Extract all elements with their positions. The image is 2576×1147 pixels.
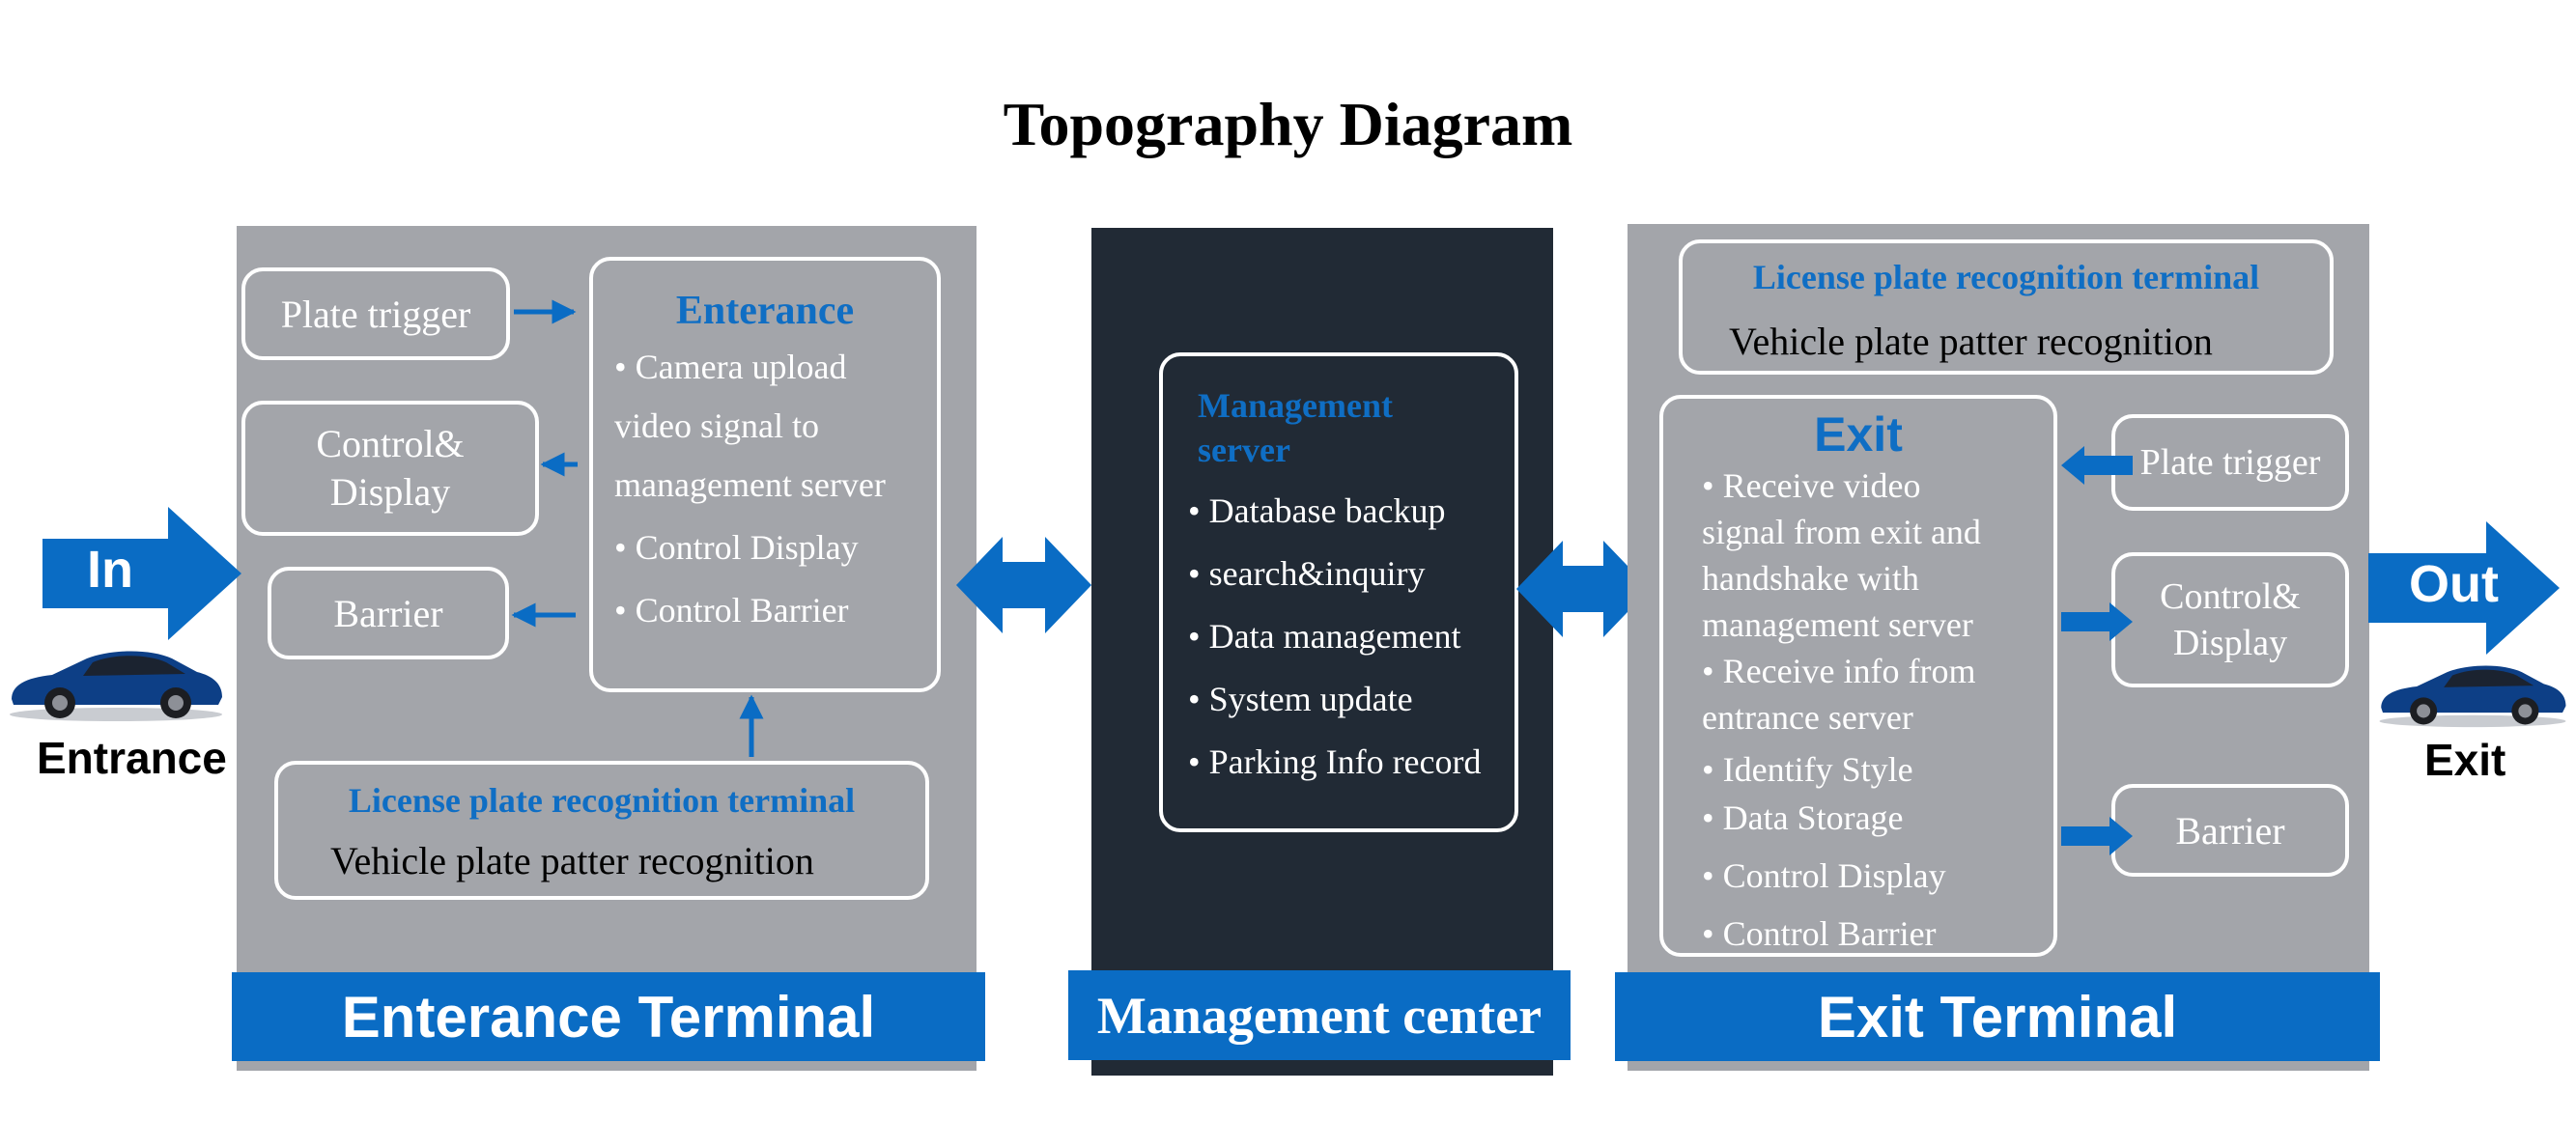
- out-arrow-label: Out: [2409, 555, 2499, 613]
- entrance-logic-item: • Control Barrier: [614, 591, 849, 629]
- entrance-logic-item: • Control Display: [614, 528, 859, 567]
- management-server-item: • Data management: [1188, 617, 1461, 656]
- out-arrow: [2368, 521, 2560, 655]
- management-server-item: • Parking Info record: [1188, 742, 1482, 781]
- exit-barrier-label: Barrier: [2175, 808, 2285, 853]
- exit-plate-trigger-label: Plate trigger: [2139, 442, 2321, 483]
- entrance-control-display-label: Control& Display: [316, 422, 465, 514]
- double-arrow-left-middle: [956, 537, 1091, 633]
- exit-plate-trigger-box: Plate trigger: [2111, 414, 2349, 511]
- exit-logic-item: management server: [1702, 605, 1973, 644]
- exit-car-label: Exit: [2424, 735, 2506, 785]
- entrance-barrier-box: Barrier: [268, 567, 509, 659]
- exit-barrier-box: Barrier: [2111, 784, 2349, 877]
- exit-terminal-panel: [1628, 224, 2369, 1071]
- management-server-item: • System update: [1188, 680, 1413, 718]
- exit-logic-item: • Control Display: [1702, 856, 1946, 895]
- exit-logic-item: • Receive video: [1702, 466, 1921, 505]
- car-icon: [2379, 665, 2566, 728]
- management-server-item: • search&inquiry: [1188, 554, 1426, 593]
- double-arrow-middle-right: [1516, 541, 1650, 637]
- exit-logic-box: Exit • Receive video signal from exit an…: [1659, 395, 2057, 957]
- management-server-box: Management server • Database backup • se…: [1159, 352, 1518, 832]
- exit-lpr-text: Vehicle plate patter recognition: [1729, 320, 2213, 363]
- entrance-car-label: Entrance: [37, 733, 227, 783]
- entrance-control-display-box: Control& Display: [241, 401, 539, 536]
- exit-logic-list: • Receive video signal from exit and han…: [1702, 462, 2053, 957]
- exit-terminal-footer-label: Exit Terminal: [1817, 984, 2178, 1049]
- exit-logic-title: Exit: [1814, 407, 1903, 462]
- arrow-exit-to-barrier: [2061, 817, 2133, 855]
- entrance-logic-item: • Camera upload: [614, 348, 847, 386]
- management-center-footer: Management center: [1068, 970, 1571, 1060]
- exit-logic-item: • Data Storage: [1702, 798, 1904, 837]
- exit-logic-item: handshake with: [1702, 559, 1919, 598]
- arrow-plate-trigger-to-exit: [2061, 446, 2133, 485]
- in-arrow-label: In: [87, 541, 133, 599]
- exit-control-display-box: Control& Display: [2111, 552, 2349, 687]
- exit-logic-item: signal from exit and: [1702, 513, 1981, 551]
- entrance-terminal-footer: Enterance Terminal: [232, 972, 985, 1061]
- entrance-lpr-box: License plate recognition terminal Vehic…: [274, 761, 929, 900]
- entrance-terminal-panel: [237, 226, 977, 1071]
- entrance-plate-trigger-label: Plate trigger: [280, 292, 471, 336]
- exit-logic-item: • Control Barrier: [1702, 914, 1937, 953]
- entrance-plate-trigger-box: Plate trigger: [241, 267, 510, 360]
- car-icon: [10, 651, 222, 721]
- entrance-logic-box: Enterance • Camera upload video signal t…: [589, 257, 941, 692]
- entrance-logic-title: Enterance: [675, 289, 855, 333]
- entrance-logic-list: • Camera upload video signal to manageme…: [614, 338, 937, 640]
- exit-terminal-footer: Exit Terminal: [1615, 972, 2380, 1061]
- management-center-footer-label: Management center: [1096, 986, 1543, 1045]
- exit-lpr-title: License plate recognition terminal: [1752, 258, 2260, 296]
- management-server-item: • Database backup: [1188, 491, 1446, 530]
- management-server-list: • Database backup • search&inquiry • Dat…: [1188, 480, 1514, 794]
- diagram-title: Topography Diagram: [1003, 90, 1573, 158]
- exit-lpr-box: License plate recognition terminal Vehic…: [1679, 239, 2334, 375]
- entrance-terminal-footer-label: Enterance Terminal: [341, 984, 876, 1049]
- entrance-lpr-title: License plate recognition terminal: [348, 781, 856, 820]
- entrance-lpr-text: Vehicle plate patter recognition: [330, 839, 814, 882]
- exit-logic-item: entrance server: [1702, 698, 1913, 737]
- arrow-exit-to-control-display: [2061, 602, 2133, 641]
- entrance-barrier-label: Barrier: [333, 591, 443, 635]
- entrance-logic-item: management server: [614, 465, 886, 504]
- exit-control-display-label: Control& Display: [2160, 576, 2301, 663]
- management-server-title: Management server: [1198, 386, 1393, 469]
- exit-logic-item: • Identify Style: [1702, 750, 1913, 789]
- entrance-logic-item: video signal to: [614, 406, 819, 445]
- in-arrow: [42, 507, 241, 640]
- exit-logic-item: • Receive info from: [1702, 652, 1976, 690]
